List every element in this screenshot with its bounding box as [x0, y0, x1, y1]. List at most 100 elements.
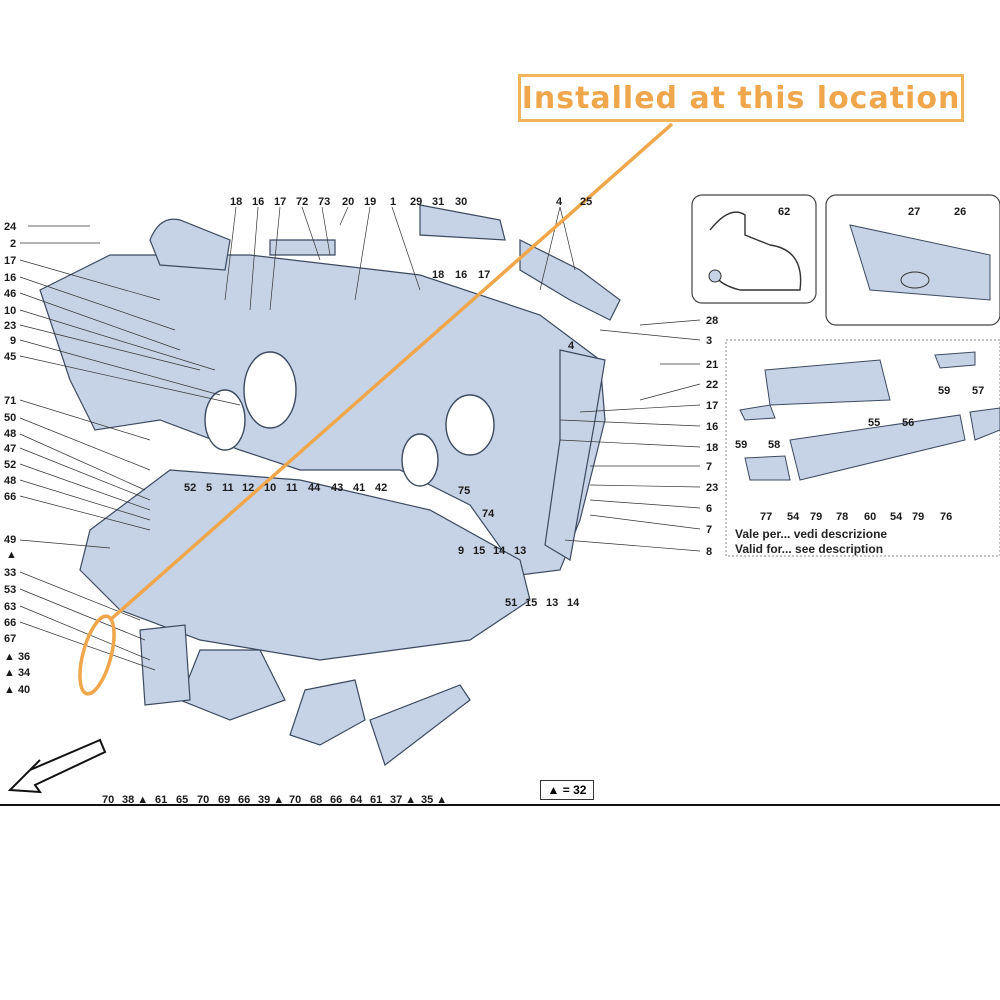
part-label-b-70a: 70	[102, 794, 114, 806]
part-label-l-40: ▲ 40	[4, 684, 30, 696]
part-label-i-62: 62	[778, 206, 790, 218]
part-label-m-15b: 15	[525, 597, 537, 609]
part-label-i-76: 76	[940, 511, 952, 523]
part-label-b-66c: 66	[238, 794, 250, 806]
part-label-l-63: 63	[4, 601, 16, 613]
part-label-t-18a: 18	[230, 196, 242, 208]
part-label-b-61a: 61	[155, 794, 167, 806]
part-label-b-64: 64	[350, 794, 363, 806]
part-label-i-59b: 59	[735, 439, 747, 451]
bumper-cover	[39, 254, 606, 576]
part-label-i-79a: 79	[810, 511, 822, 523]
part-label-b-38: 38 ▲	[122, 794, 148, 806]
part-label-l-34: ▲ 34	[4, 667, 31, 679]
part-label-b-35: 35 ▲	[421, 794, 447, 806]
inset-26-27	[825, 194, 1000, 326]
callout-leader	[108, 122, 674, 622]
part-label-l-24: 24	[4, 221, 17, 233]
part-label-i-26: 26	[954, 206, 966, 218]
part-label-t-29: 29	[410, 196, 422, 208]
part-label-r-17d: 17	[706, 400, 718, 412]
part-label-l-49: 49	[4, 534, 16, 546]
callout-text: Installed at this location	[521, 80, 961, 116]
note-english: Valid for... see description	[735, 542, 884, 556]
direction-arrow-icon	[7, 738, 107, 794]
part-label-r-7a: 7	[706, 461, 712, 473]
part-label-l-17a: 17	[4, 255, 16, 267]
part-label-l-2: 2	[10, 238, 16, 250]
part-label-m-44: 44	[308, 482, 321, 494]
part-label-i-55: 55	[868, 417, 880, 429]
part-label-m-14a: 14	[493, 545, 506, 557]
part-label-t-72: 72	[296, 196, 308, 208]
top-grille	[419, 204, 506, 241]
part-label-t-30: 30	[455, 196, 467, 208]
exhaust-right-inner	[401, 433, 439, 487]
exhaust-left-inner	[204, 389, 246, 451]
note-italian: Vale per... vedi descrizione	[735, 527, 888, 541]
part-label-i-27: 27	[908, 206, 920, 218]
part-label-m-12: 12	[242, 482, 254, 494]
part-label-t-18b: 18	[432, 269, 444, 281]
part-label-r-23b: 23	[706, 482, 718, 494]
right-upper-trim	[519, 239, 621, 321]
part-label-l-10: 10	[4, 305, 16, 317]
part-label-l-66b: 66	[4, 617, 16, 629]
part-label-m-13b: 13	[546, 597, 558, 609]
undertray	[79, 469, 531, 661]
part-label-t-25: 25	[580, 196, 592, 208]
side-panel-left	[139, 624, 191, 706]
part-label-r-28: 28	[706, 315, 718, 327]
part-label-i-54b: 54	[890, 511, 903, 523]
part-label-m-42: 42	[375, 482, 387, 494]
part-label-b-39: 39 ▲	[258, 794, 284, 806]
part-label-i-59a: 59	[938, 385, 950, 397]
part-label-m-75: 75	[458, 485, 470, 497]
part-label-l-48b: 48	[4, 475, 16, 487]
part-label-m-9b: 9	[458, 545, 464, 557]
part-label-r-22: 22	[706, 379, 718, 391]
part-label-l-67: 67	[4, 633, 16, 645]
part-label-r-4b: 4	[568, 340, 575, 352]
legend-box: ▲ = 32	[540, 780, 594, 800]
part-label-l-53: 53	[4, 584, 16, 596]
rear-bumper-assembly	[39, 204, 621, 766]
part-label-l-33: 33	[4, 567, 16, 579]
part-label-l-45: 45	[4, 351, 16, 363]
part-label-l-47: 47	[4, 443, 16, 455]
part-label-l-9a: 9	[10, 335, 16, 347]
part-label-m-13a: 13	[514, 545, 526, 557]
part-label-t-20: 20	[342, 196, 354, 208]
part-label-i-57: 57	[972, 385, 984, 397]
part-label-l-36: ▲ 36	[4, 651, 30, 663]
part-label-t-4a: 4	[556, 196, 563, 208]
part-label-m-41: 41	[353, 482, 365, 494]
part-label-t-1: 1	[390, 196, 396, 208]
part-label-b-37: 37 ▲	[390, 794, 416, 806]
callout-highlight-ring	[78, 614, 116, 696]
part-label-m-43: 43	[331, 482, 343, 494]
top-strip	[269, 239, 336, 256]
part-label-i-60: 60	[864, 511, 876, 523]
part-label-m-10b: 10	[264, 482, 276, 494]
part-label-b-68: 68	[310, 794, 322, 806]
callout-box: Installed at this location	[518, 74, 964, 122]
part-label-b-61b: 61	[370, 794, 382, 806]
part-label-t-16a: 16	[252, 196, 264, 208]
inset-62	[691, 194, 817, 304]
part-label-m-15a: 15	[473, 545, 485, 557]
left-upper-bracket	[149, 218, 231, 271]
part-label-r-6: 6	[706, 503, 712, 515]
part-label-t-73: 73	[318, 196, 330, 208]
part-label-m-11a: 11	[222, 482, 234, 494]
part-label-l-48a: 48	[4, 428, 16, 440]
part-label-t-19: 19	[364, 196, 376, 208]
inset-55-59	[725, 339, 1000, 557]
undertray-panel-right	[289, 679, 366, 746]
part-label-l-50: 50	[4, 412, 16, 424]
part-label-b-69: 69	[218, 794, 230, 806]
part-label-i-58: 58	[768, 439, 780, 451]
part-label-r-7b: 7	[706, 524, 712, 536]
